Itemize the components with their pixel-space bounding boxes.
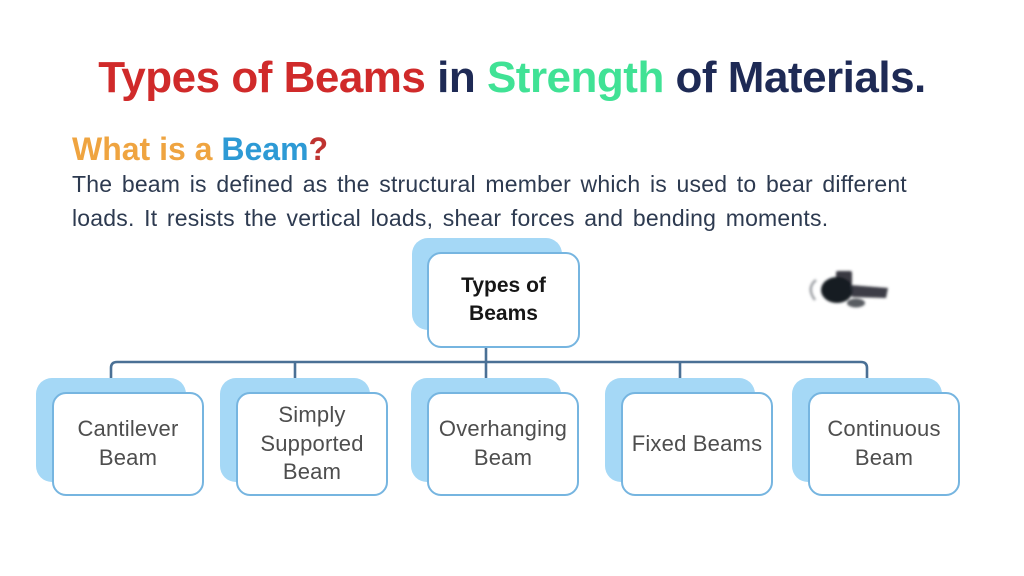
heading-segment-qmark: ? (308, 130, 329, 167)
child-node-cantilever-beam: Cantilever Beam (36, 378, 204, 498)
definition-paragraph: The beam is defined as the structural me… (72, 171, 907, 231)
child-node-overhanging-beam: Overhanging Beam (411, 378, 579, 498)
child-node-label: Fixed Beams (621, 392, 773, 496)
root-node-label: Types of Beams (427, 252, 580, 348)
child-node-continuous-beam: Continuous Beam (792, 378, 960, 498)
title-segment-in: in (437, 53, 487, 103)
child-node-label: Overhanging Beam (427, 392, 579, 496)
child-node-fixed-beams: Fixed Beams (605, 378, 773, 498)
child-node-label: Cantilever Beam (52, 392, 204, 496)
page-title: Types of Beams in Strength of Materials. (0, 53, 1024, 103)
section-heading: What is a Beam? (72, 131, 328, 168)
child-node-simply-supported-beam: Simply Supported Beam (220, 378, 388, 498)
title-segment-types-of-beams: Types of Beams (98, 53, 438, 103)
title-segment-of-materials: of Materials. (675, 53, 927, 103)
title-segment-strength: Strength (486, 53, 676, 103)
heading-segment-what-is-a: What is a (72, 130, 222, 167)
blurred-object-image (809, 271, 888, 308)
heading-segment-beam: Beam (221, 130, 309, 167)
connector-rail (109, 360, 869, 379)
root-node-types-of-beams: Types of Beams (412, 238, 580, 350)
child-node-label: Simply Supported Beam (236, 392, 388, 496)
child-node-label: Continuous Beam (808, 392, 960, 496)
